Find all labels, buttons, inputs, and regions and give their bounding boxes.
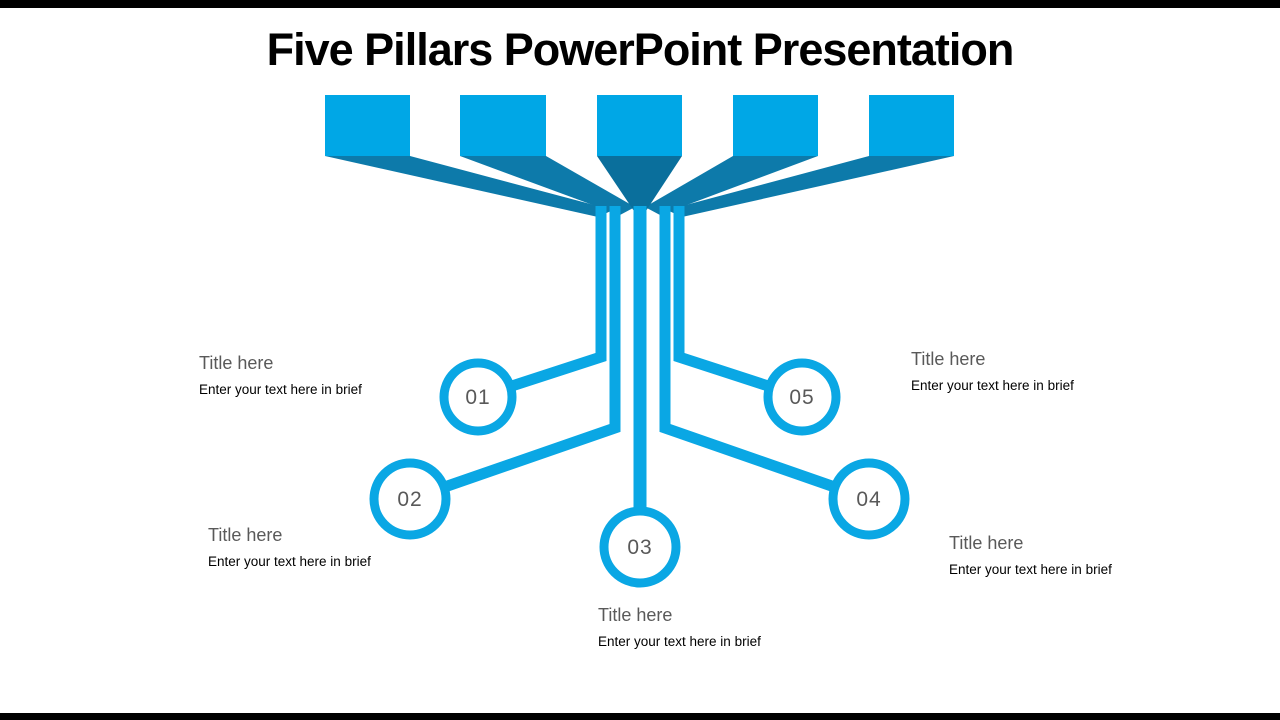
funnel-3 xyxy=(597,156,682,220)
circle-number-01: 01 xyxy=(465,386,490,409)
item-4-label: Title here Enter your text here in brief xyxy=(949,533,1112,577)
circle-number-04: 04 xyxy=(856,488,881,511)
item-5-subtitle: Enter your text here in brief xyxy=(911,378,1074,393)
item-1-title: Title here xyxy=(199,353,274,373)
circle-02 xyxy=(369,458,451,540)
item-2-subtitle: Enter your text here in brief xyxy=(208,554,371,569)
connector-4 xyxy=(659,206,871,505)
circle-05 xyxy=(763,358,841,436)
item-2-label: Title here Enter your text here in brief xyxy=(208,525,371,569)
circle-03 xyxy=(599,506,681,588)
item-2-title: Title here xyxy=(208,525,283,545)
circle-01 xyxy=(439,358,517,436)
funnel-2 xyxy=(460,156,635,215)
circle-number-03: 03 xyxy=(627,536,652,559)
funnel-4 xyxy=(645,156,818,215)
pillar-2 xyxy=(460,95,546,156)
funnel-1 xyxy=(325,156,613,217)
pillar-4 xyxy=(733,95,818,156)
funnel-5 xyxy=(667,156,954,217)
circle-04 xyxy=(828,458,910,540)
circle-number-02: 02 xyxy=(397,488,422,511)
item-3-title: Title here xyxy=(598,605,673,625)
item-3-subtitle: Enter your text here in brief xyxy=(598,634,761,649)
bottom-border-bar xyxy=(0,713,1280,720)
slide-title: Five Pillars PowerPoint Presentation xyxy=(266,24,1015,75)
connector-1 xyxy=(476,206,607,403)
circle-number-05: 05 xyxy=(789,386,814,409)
pillar-5 xyxy=(869,95,954,156)
item-1-subtitle: Enter your text here in brief xyxy=(199,382,362,397)
item-3-label: Title here Enter your text here in brief xyxy=(598,605,761,649)
item-5-title: Title here xyxy=(911,349,986,369)
connector-5 xyxy=(673,206,804,403)
item-4-subtitle: Enter your text here in brief xyxy=(949,562,1112,577)
pillar-3 xyxy=(597,95,682,156)
item-1-label: Title here Enter your text here in brief xyxy=(199,353,362,397)
top-border-bar xyxy=(0,0,1280,8)
connector-2 xyxy=(408,206,621,505)
item-4-title: Title here xyxy=(949,533,1024,553)
pillar-1 xyxy=(325,95,410,156)
item-5-label: Title here Enter your text here in brief xyxy=(911,349,1074,393)
